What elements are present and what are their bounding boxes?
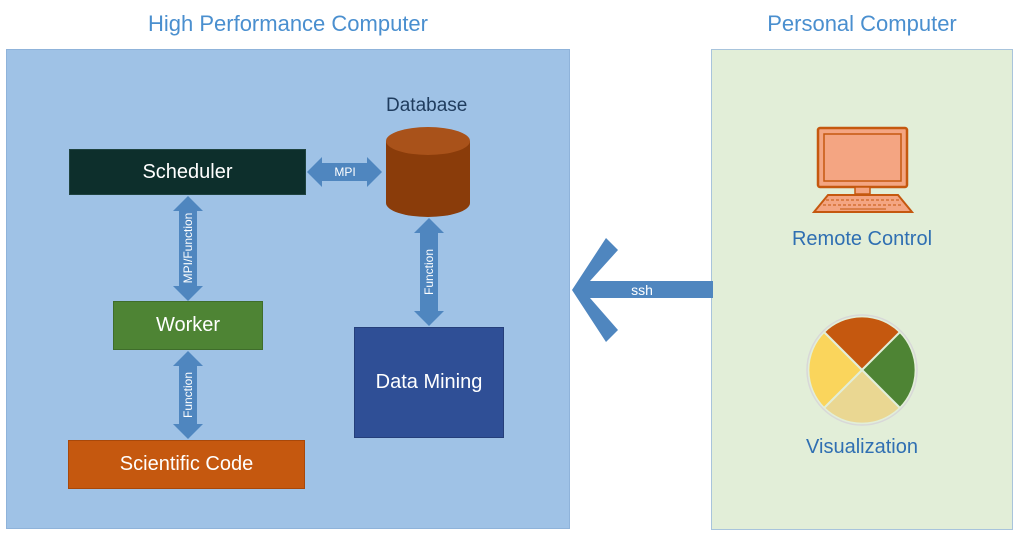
data-mining-label: Data Mining	[375, 371, 483, 393]
pc-title: Personal Computer	[767, 11, 957, 36]
hpc-title: High Performance Computer	[147, 11, 428, 36]
mpi-function-arrow: MPI/Function	[173, 196, 203, 301]
mpi-arrow-label: MPI	[334, 165, 355, 179]
visualization-label: Visualization	[806, 436, 918, 458]
worker-box: Worker	[113, 301, 263, 350]
pie-chart-icon	[806, 314, 918, 426]
ssh-arrow: ssh	[572, 238, 713, 342]
scientific-code-label: Scientific Code	[119, 453, 254, 475]
mpi-arrow: MPI	[307, 157, 382, 187]
remote-control-label: Remote Control	[791, 228, 933, 250]
database-function-arrow: Function	[414, 218, 444, 326]
data-mining-box: Data Mining	[354, 327, 504, 438]
worker-label: Worker	[155, 314, 221, 336]
database-label: Database	[386, 95, 468, 116]
scientific-code-box: Scientific Code	[68, 440, 305, 489]
mpi-function-arrow-label: MPI/Function	[181, 213, 195, 284]
ssh-arrow-label: ssh	[631, 282, 653, 298]
scheduler-box: Scheduler	[69, 149, 306, 195]
database-icon	[386, 127, 470, 217]
scheduler-label: Scheduler	[142, 160, 233, 183]
database-function-arrow-label: Function	[422, 249, 436, 295]
worker-function-arrow-label: Function	[181, 372, 195, 418]
worker-function-arrow: Function	[173, 351, 203, 439]
computer-icon	[811, 126, 915, 213]
